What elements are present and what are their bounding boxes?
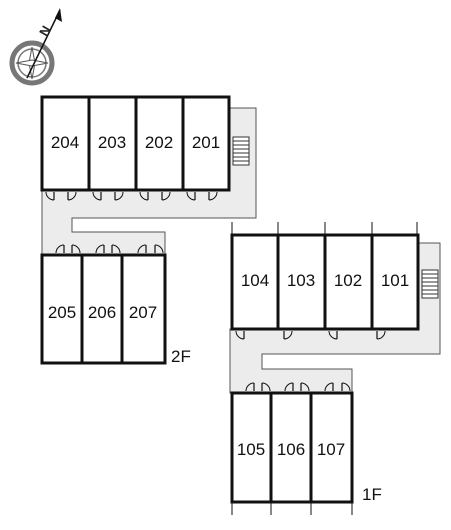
room-label: 202 xyxy=(145,133,173,152)
room-label: 203 xyxy=(98,133,126,152)
room-102 xyxy=(323,233,374,331)
room-label: 101 xyxy=(381,271,409,290)
north-arrow-icon xyxy=(26,9,61,79)
north-arrow-head-icon xyxy=(55,8,62,22)
room-label: 204 xyxy=(51,133,79,152)
door-icon xyxy=(55,244,164,254)
room-label: 106 xyxy=(277,440,305,459)
room-label: 206 xyxy=(88,303,116,322)
room-label: 205 xyxy=(48,303,76,322)
room-204 xyxy=(40,95,91,192)
room-106 xyxy=(269,391,313,504)
floor-1f: 104 103 102 101 105 106 107 1F xyxy=(229,222,441,515)
floor-label-2f: 2F xyxy=(171,347,191,366)
room-label: 207 xyxy=(129,303,157,322)
room-label: 107 xyxy=(317,440,345,459)
room-label: 104 xyxy=(241,271,269,290)
floor-label-1f: 1F xyxy=(362,485,382,504)
stair-icon xyxy=(421,269,439,299)
room-label: 105 xyxy=(237,440,265,459)
room-104 xyxy=(230,233,280,331)
north-label: N xyxy=(36,23,54,39)
room-label: 103 xyxy=(287,271,315,290)
room-202 xyxy=(134,95,185,192)
door-icon xyxy=(235,330,386,340)
room-107 xyxy=(309,391,354,504)
room-201 xyxy=(181,95,231,192)
room-101 xyxy=(370,233,420,331)
door-icon xyxy=(45,191,218,201)
room-label: 201 xyxy=(192,133,220,152)
door-icon xyxy=(245,382,351,392)
stair-icon xyxy=(232,136,250,166)
wall-ticks xyxy=(231,222,418,515)
room-207 xyxy=(120,253,167,365)
room-label: 102 xyxy=(334,271,362,290)
compass-icon: N xyxy=(9,8,62,86)
floor-2f: 204 203 202 201 205 206 207 xyxy=(40,95,257,366)
